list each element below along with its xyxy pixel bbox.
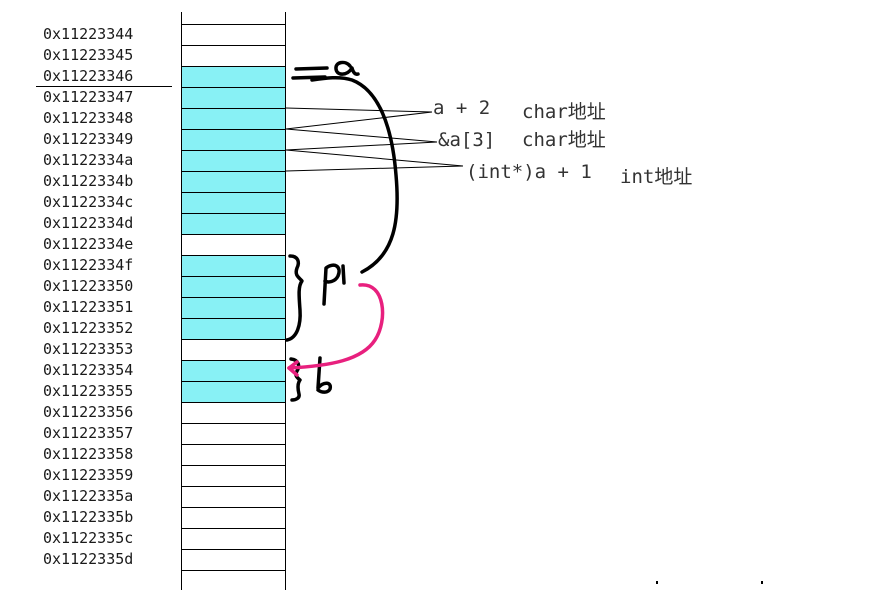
memory-cell-filled: [181, 192, 285, 213]
address-label: 0x1122334c: [43, 193, 134, 211]
handwritten-p1-label: [322, 263, 346, 306]
address-label: 0x11223354: [43, 361, 134, 379]
arrow-head: [287, 360, 299, 377]
memory-cell-filled: [181, 171, 285, 192]
p1-brace: [285, 254, 304, 342]
memory-cell-filled: [181, 318, 285, 339]
pointer-line-int-bottom: [285, 165, 464, 172]
address-label: 0x1122334a: [43, 151, 134, 169]
address-label: 0x1122334e: [43, 235, 134, 253]
memory-cell-filled: [181, 66, 285, 87]
memory-cell: [181, 339, 285, 360]
address-underline: [36, 86, 172, 87]
address-label: 0x11223357: [43, 424, 134, 442]
address-label: 0x11223348: [43, 109, 134, 127]
address-label: 0x11223359: [43, 466, 134, 484]
memory-cell: [181, 444, 285, 465]
annotation-int-cast-type: int地址: [620, 166, 693, 188]
address-label: 0x11223351: [43, 298, 134, 316]
handwritten-a-label: [291, 60, 360, 80]
memory-cell: [181, 465, 285, 486]
pointer-line-a2-top: [285, 107, 433, 113]
memory-cell-bottom-border: [181, 570, 285, 571]
b-brace: [289, 357, 302, 402]
memory-cell-filled: [181, 150, 285, 171]
address-label: 0x11223349: [43, 130, 134, 148]
pointer-line-int-top: [285, 149, 464, 167]
stray-dot: [656, 581, 658, 584]
annotation-a-plus-2: a + 2: [433, 97, 491, 119]
address-label: 0x1122335b: [43, 508, 134, 526]
memory-cell: [181, 528, 285, 549]
memory-cell: [181, 486, 285, 507]
address-label: 0x11223356: [43, 403, 134, 421]
memory-cell: [181, 45, 285, 66]
memory-cell-filled: [181, 108, 285, 129]
memory-cell-filled: [181, 213, 285, 234]
arrow-shaft: [287, 283, 385, 370]
pointer-line-a3-bottom: [285, 141, 438, 151]
memory-cell: [181, 507, 285, 528]
memory-cell-filled: [181, 87, 285, 108]
stray-dot: [761, 581, 763, 584]
address-label: 0x11223344: [43, 25, 134, 43]
memory-cell-filled: [181, 360, 285, 381]
address-label: 0x11223345: [43, 46, 134, 64]
annotation-a-plus-2-type: char地址: [522, 101, 606, 123]
equals-stroke-top: [294, 66, 329, 71]
p1-to-b-arrow: [287, 283, 385, 377]
handwritten-b-label: [316, 356, 333, 394]
address-label: 0x11223350: [43, 277, 134, 295]
pointer-line-a2-bottom: [285, 111, 433, 130]
memory-cell: [181, 423, 285, 444]
letter-a-stroke: [334, 60, 360, 76]
annotation-int-cast: (int*)a + 1: [466, 161, 592, 183]
address-label: 0x11223353: [43, 340, 134, 358]
memory-cell: [181, 402, 285, 423]
address-label: 0x11223355: [43, 382, 134, 400]
address-label: 0x1122335d: [43, 550, 134, 568]
memory-column-left-border: [181, 12, 182, 590]
address-label: 0x1122335c: [43, 529, 134, 547]
address-label: 0x11223358: [43, 445, 134, 463]
memory-cell-filled: [181, 255, 285, 276]
address-label: 0x11223352: [43, 319, 134, 337]
memory-cell: [181, 24, 285, 45]
address-label: 0x11223346: [43, 67, 134, 85]
memory-column-right-border: [285, 12, 286, 590]
digit-1-stroke: [341, 264, 346, 285]
memory-column: [181, 0, 286, 597]
memory-cell-filled: [181, 297, 285, 318]
equals-stroke-bottom: [291, 75, 327, 80]
memory-cell-filled: [181, 276, 285, 297]
address-label: 0x1122334f: [43, 256, 134, 274]
address-label: 0x1122334d: [43, 214, 134, 232]
p1-to-a-arc: [310, 75, 399, 274]
annotation-amp-a3-type: char地址: [522, 129, 606, 151]
address-label: 0x1122334b: [43, 172, 134, 190]
annotation-amp-a3: &a[3]: [438, 129, 496, 151]
letter-p-stroke: [322, 263, 341, 306]
memory-cell-filled: [181, 129, 285, 150]
address-label: 0x11223347: [43, 88, 134, 106]
memory-cell-filled: [181, 381, 285, 402]
address-label: 0x1122335a: [43, 487, 134, 505]
pointer-line-a3-top: [285, 128, 438, 143]
memory-cell: [181, 234, 285, 255]
memory-cell: [181, 549, 285, 570]
